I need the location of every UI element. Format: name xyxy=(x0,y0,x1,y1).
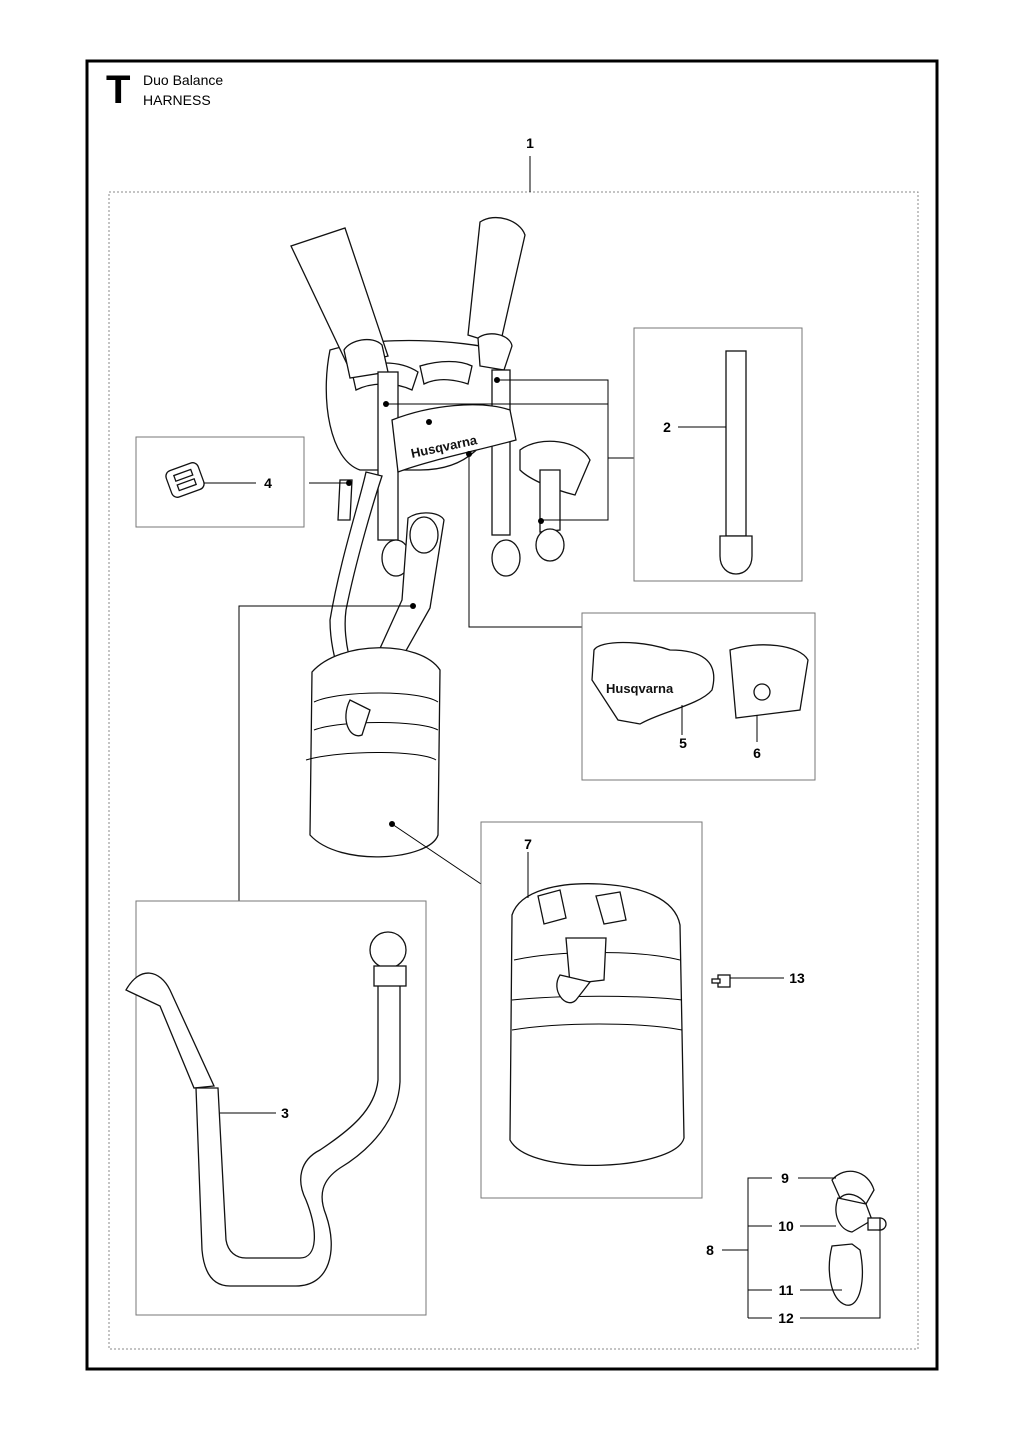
leader-3 xyxy=(238,605,413,901)
hose-strap-part xyxy=(125,931,407,1287)
chest-pad-part xyxy=(591,641,715,725)
ref-dot xyxy=(426,419,432,425)
callout-5: 5 xyxy=(679,735,687,751)
hip-pad-hole xyxy=(753,683,771,701)
screw-part xyxy=(711,974,731,988)
right-strap-buckle xyxy=(477,333,513,371)
part-3-box xyxy=(135,900,427,1316)
side-strap-tab xyxy=(337,479,353,521)
left-shoulder-strap xyxy=(290,227,389,367)
leader-7 xyxy=(391,823,482,885)
assembly-boundary xyxy=(108,191,919,1350)
right-shoulder-strap xyxy=(467,217,526,346)
strap-right xyxy=(491,369,511,536)
callout-3: 3 xyxy=(281,1105,289,1121)
page-frame xyxy=(85,59,939,1371)
strap-loop xyxy=(409,516,439,554)
back-frame-opening xyxy=(419,360,473,385)
strap-part-loop xyxy=(719,535,753,575)
part-7-box xyxy=(480,821,703,1199)
section-letter: T xyxy=(106,68,131,112)
callout-13: 13 xyxy=(789,970,805,986)
harness-assembly: Husqvarna xyxy=(290,217,591,858)
strap-part xyxy=(725,350,747,537)
callout-1: 1 xyxy=(526,135,534,151)
hip-strap xyxy=(539,469,561,533)
callout-6: 6 xyxy=(753,745,761,761)
holder-hook xyxy=(345,699,371,737)
callout-10: 10 xyxy=(778,1218,794,1234)
leader-2a xyxy=(386,379,609,405)
hip-pad-part xyxy=(729,644,809,719)
leader-2b xyxy=(541,404,609,521)
left-strap-buckle xyxy=(343,338,389,379)
buckle-part xyxy=(165,462,205,498)
model-name: Duo Balance xyxy=(143,72,224,88)
chest-pad xyxy=(391,404,517,473)
section-title: HARNESS xyxy=(143,92,211,108)
holder-bag-part xyxy=(509,883,685,1167)
callout-8: 8 xyxy=(706,1242,714,1258)
strap-loop xyxy=(535,528,565,562)
callout-9: 9 xyxy=(781,1170,789,1186)
ref-dot xyxy=(538,518,544,524)
leader-5-6 xyxy=(468,454,582,628)
leader-8-group xyxy=(747,1177,772,1250)
part-5-6-box xyxy=(581,612,816,781)
callout-2: 2 xyxy=(663,419,671,435)
strap-left xyxy=(377,371,399,541)
callout-11: 11 xyxy=(779,1282,794,1298)
part-4-box xyxy=(135,436,305,528)
callout-12: 12 xyxy=(778,1310,794,1326)
bag-seam xyxy=(313,722,439,731)
strap-loop xyxy=(491,539,521,577)
leader-12-tip xyxy=(800,1230,881,1319)
bag-seam xyxy=(305,752,437,761)
bag-seam xyxy=(313,692,439,703)
callout-7: 7 xyxy=(524,836,532,852)
hook-assembly-part xyxy=(828,1170,887,1306)
callout-4: 4 xyxy=(264,475,272,491)
part-2-box xyxy=(633,327,803,582)
hip-pad xyxy=(519,440,591,496)
chest-pad-logo-text: Husqvarna xyxy=(606,681,674,696)
